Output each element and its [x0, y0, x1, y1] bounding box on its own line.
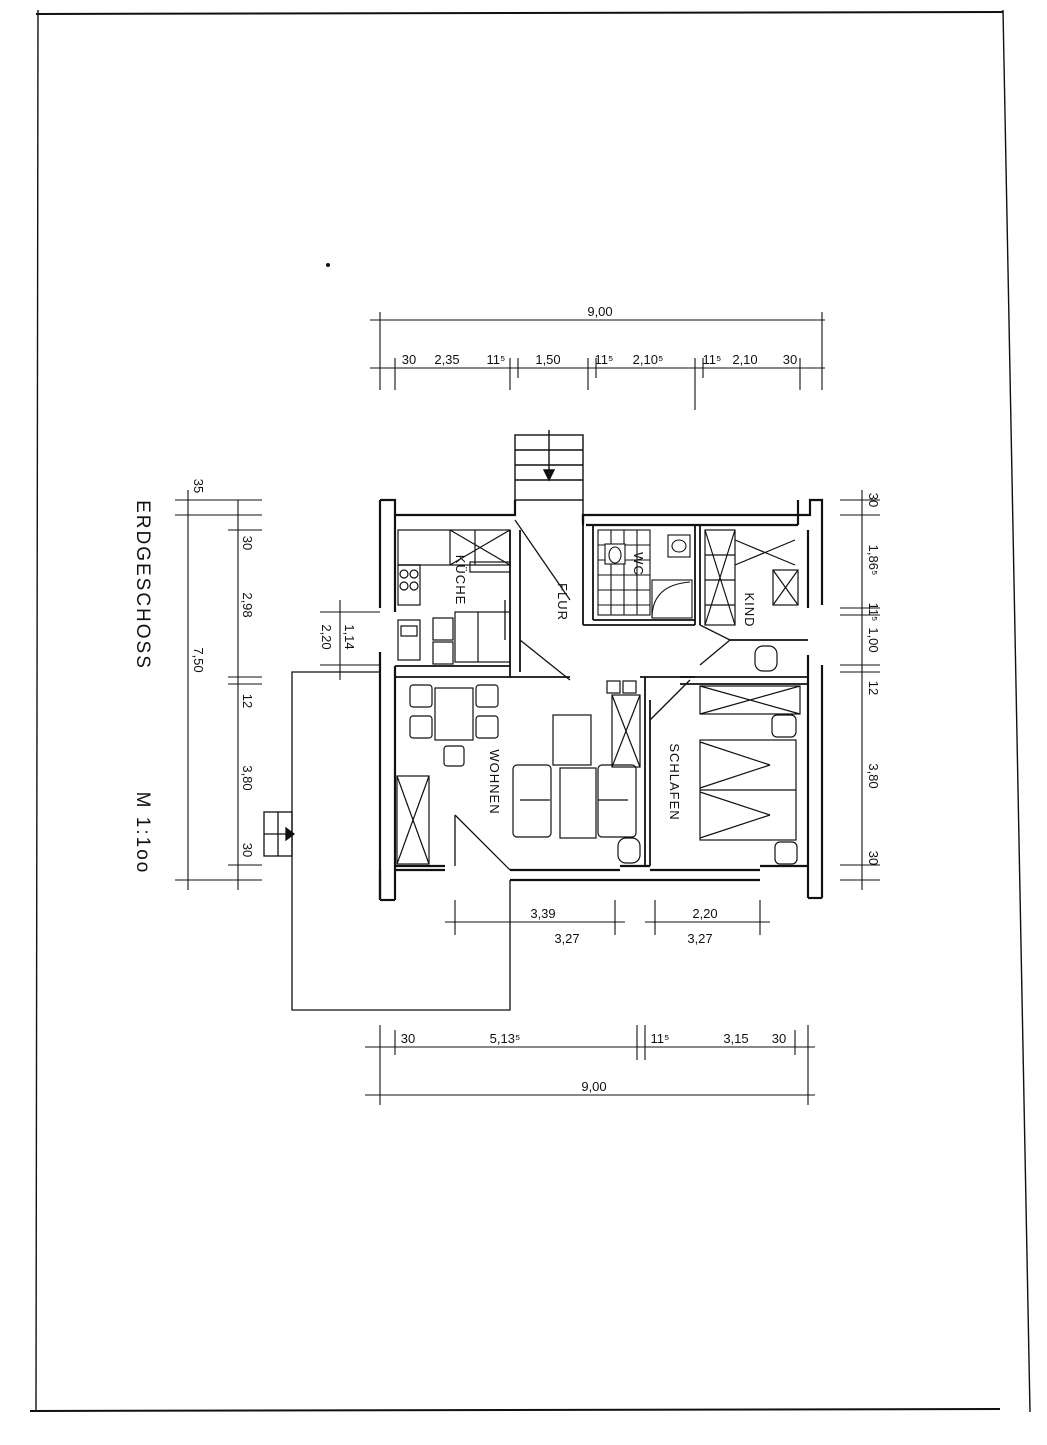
dim-left-4: 30 [240, 843, 255, 857]
page-border [29, 9, 1031, 1413]
kind-furniture [704, 529, 799, 672]
dimension-lines [175, 312, 880, 1105]
dim-left-3: 3,80 [240, 765, 255, 790]
outer-walls [378, 498, 824, 902]
dim-left-0: 30 [240, 536, 255, 550]
dim-top-2: 11⁵ [487, 352, 506, 367]
dim-top-0: 30 [402, 352, 416, 367]
schlafen-furniture [699, 685, 801, 865]
door-swings [454, 519, 731, 871]
room-label-kueche: KÜCHE [453, 555, 468, 606]
plan-scale: M 1:1oo [132, 792, 153, 875]
dim-bottom-1: 5,13⁵ [490, 1031, 521, 1046]
dim-opening-schlafen-bottom: 3,27 [687, 931, 712, 946]
kitchen-furniture [397, 529, 511, 665]
dim-top-8: 30 [783, 352, 797, 367]
dim-opening-wohnen-top: 3,39 [530, 906, 555, 921]
dim-bottom-4: 30 [772, 1031, 786, 1046]
dim-top-5: 2,10⁵ [633, 352, 664, 367]
dim-right-6: 30 [866, 851, 881, 865]
dim-top-7: 2,10 [732, 352, 757, 367]
wc-fixtures [597, 529, 693, 619]
dim-opening-schlafen-top: 2,20 [692, 906, 717, 921]
dim-top-total: 9,00 [587, 304, 612, 319]
dim-right-4: 12 [866, 681, 881, 695]
dim-bottom-0: 30 [401, 1031, 415, 1046]
plan-title: ERDGESCHOSS [132, 500, 153, 670]
dim-left-total: 7,50 [191, 647, 206, 672]
room-label-schlafen: SCHLAFEN [667, 743, 682, 820]
speck-mark [326, 263, 330, 267]
room-label-wc: WC [631, 552, 646, 576]
dim-opening-wohnen-bottom: 3,27 [554, 931, 579, 946]
wohnen-furniture [396, 680, 641, 865]
dim-right-3: 1,00 [866, 627, 881, 652]
room-label-wohnen: WOHNEN [487, 749, 502, 814]
room-label-kind: KIND [742, 592, 757, 627]
dim-right-1: 1,86⁵ [866, 545, 881, 576]
dim-bottom-3: 3,15 [723, 1031, 748, 1046]
dim-left-2: 12 [240, 694, 255, 708]
dim-left-top: 35 [191, 479, 206, 493]
dim-top-4: 11⁵ [595, 352, 614, 367]
terrace [263, 671, 511, 1011]
room-label-flur: FLUR [555, 583, 570, 621]
dim-bottom-2: 11⁵ [651, 1031, 670, 1046]
interior-walls [395, 525, 808, 866]
dim-right-5: 3,80 [866, 763, 881, 788]
dim-top-6: 11⁵ [703, 352, 722, 367]
dim-left-window-1: 2,20 [319, 624, 334, 649]
dim-left-1: 2,98 [240, 592, 255, 617]
dim-top-1: 2,35 [434, 352, 459, 367]
dim-left-window-0: 1,14 [342, 624, 357, 649]
entrance-stairs [514, 430, 584, 515]
dim-bottom-total: 9,00 [581, 1079, 606, 1094]
dim-right-2: 11⁵ [866, 603, 881, 622]
dim-right-0: 30 [866, 493, 881, 507]
dim-top-3: 1,50 [535, 352, 560, 367]
